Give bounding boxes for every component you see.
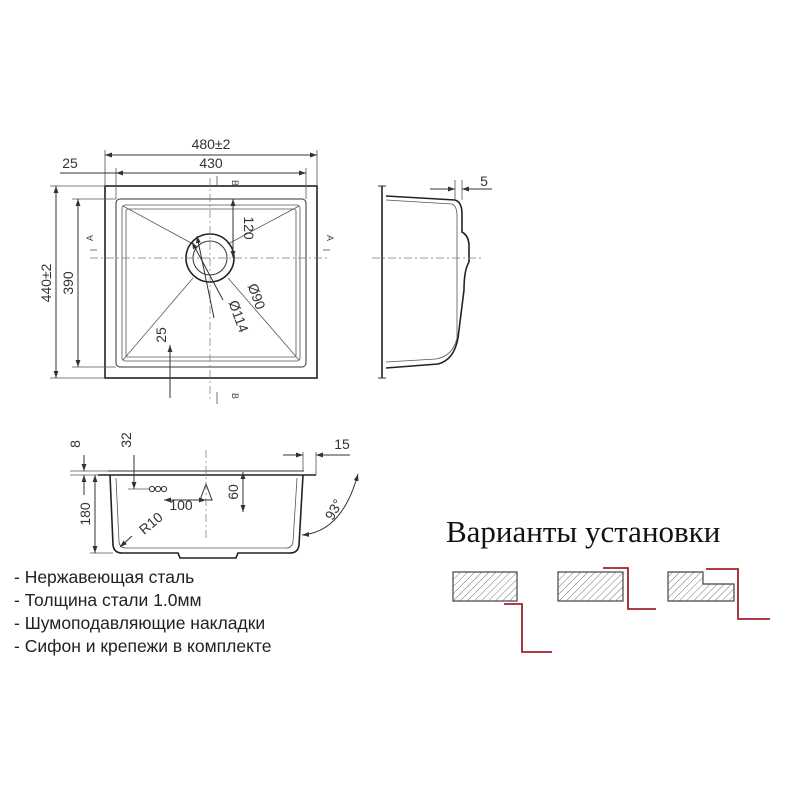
overflow-hole: [154, 485, 162, 493]
dim-corner-radius: R10: [136, 509, 166, 538]
overflow-hole: [148, 485, 156, 493]
feature-item: - Шумоподавляющие накладки: [14, 613, 266, 633]
slope-line: [227, 205, 300, 245]
feature-item: - Нержавеющая сталь: [14, 567, 195, 587]
dim-inner-depth: 390: [60, 271, 76, 295]
slope-line: [122, 277, 194, 361]
slope-line: [227, 277, 300, 361]
slope-line: [122, 205, 194, 245]
dim-right-flange: 15: [334, 436, 350, 452]
sink-outer-outline: [104, 185, 318, 379]
dim-overflow-offset: 32: [118, 432, 134, 448]
bowl-inner-outline: [121, 204, 301, 362]
side-bowl-outline: [385, 195, 470, 369]
section-mark-b-bottom: B: [230, 393, 240, 399]
dim-drain-distance: 100: [169, 497, 193, 513]
dim-rim-thickness: 5: [480, 173, 488, 189]
features-list: - Нержавеющая сталь - Толщина стали 1.0м…: [14, 566, 271, 658]
installation-title: Варианты установки: [446, 514, 721, 549]
dim-flange-width: 25: [62, 155, 78, 171]
overflow-hole: [160, 485, 168, 493]
bowl-bottom-outline: [125, 208, 297, 358]
installation-variants: [452, 567, 770, 653]
dim-overall-depth: 440±2: [38, 263, 54, 302]
dim-wall-angle: 93°: [321, 496, 345, 522]
section-mark-b-top: B: [230, 180, 240, 186]
dim-bowl-height: 180: [77, 502, 93, 526]
dim-overflow-height: 60: [225, 484, 241, 500]
top-view: 480±2 430 25 440±2 390 120 Ø90 Ø114 25 A…: [38, 136, 335, 404]
side-view: 5: [372, 173, 492, 379]
section-mark-a-left: A: [85, 235, 95, 241]
dim-drain-outer-diameter: Ø114: [226, 298, 252, 335]
front-view: 8 32 15 180 60 100 R10 93°: [67, 432, 359, 559]
install-variant-flush: [557, 567, 656, 610]
install-variant-recessed: [667, 568, 770, 620]
dim-drain-offset: 120: [241, 216, 257, 240]
front-bowl-outline: [109, 474, 304, 559]
install-variant-undermount: [452, 571, 552, 653]
feature-item: - Толщина стали 1.0мм: [14, 590, 202, 610]
feature-item: - Сифон и крепежи в комплекте: [14, 636, 272, 656]
dim-overall-width: 480±2: [192, 136, 231, 152]
dim-drain-inner-diameter: Ø90: [245, 281, 269, 312]
dim-inner-width: 430: [199, 155, 223, 171]
bowl-outline: [115, 198, 307, 368]
dim-flange-depth: 25: [153, 327, 169, 343]
dim-rim-height: 8: [67, 440, 83, 448]
section-mark-a-right: A: [325, 235, 335, 241]
